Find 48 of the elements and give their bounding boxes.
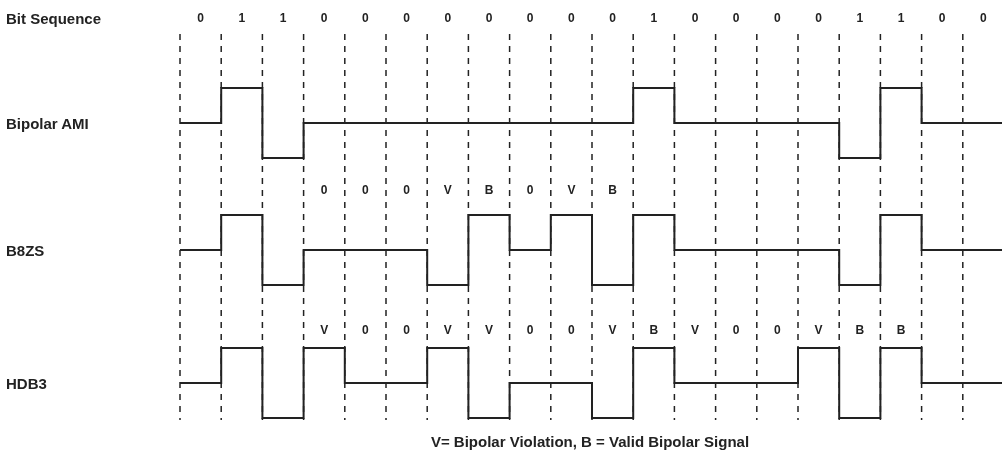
code-annotation: V — [443, 184, 452, 196]
code-annotation: V — [320, 324, 329, 336]
code-annotation: 0 — [526, 324, 534, 336]
code-annotation: V — [814, 324, 823, 336]
bit-value: 0 — [444, 12, 452, 24]
bit-value: 0 — [691, 12, 699, 24]
bit-value: 0 — [403, 12, 410, 24]
code-annotation: V — [691, 324, 699, 336]
bit-value: 0 — [362, 12, 369, 24]
code-annotation: 0 — [526, 184, 534, 196]
row-label: HDB3 — [6, 375, 47, 391]
code-annotation: V — [608, 324, 617, 336]
bit-value: 0 — [774, 12, 781, 24]
code-annotation: 0 — [403, 184, 410, 196]
bit-value: 0 — [568, 12, 575, 24]
bit-value: 0 — [732, 12, 740, 24]
code-annotation: 0 — [568, 324, 575, 336]
code-annotation: 0 — [362, 184, 369, 196]
bit-value: 0 — [980, 12, 987, 24]
code-annotation: V — [567, 184, 576, 196]
bit-value: 1 — [238, 12, 246, 24]
code-annotation: 0 — [403, 324, 410, 336]
code-annotation: B — [608, 184, 617, 196]
row-label: B8ZS — [6, 242, 45, 258]
bit-value: 0 — [485, 12, 493, 24]
row-label: Bit Sequence — [6, 10, 102, 26]
bit-value: 1 — [279, 12, 287, 24]
code-annotation: B — [896, 324, 906, 336]
bit-value: 0 — [320, 12, 328, 24]
code-annotation: B — [649, 324, 659, 336]
caption: V= Bipolar Violation, B = Valid Bipolar Signal — [430, 433, 750, 449]
bit-value: 1 — [650, 12, 658, 24]
code-annotation: B — [484, 184, 494, 196]
code-annotation: 0 — [320, 184, 328, 196]
bit-value: 0 — [609, 12, 616, 24]
code-annotation: 0 — [362, 324, 369, 336]
bit-value: 1 — [856, 12, 864, 24]
code-annotation: V — [443, 324, 452, 336]
bit-value: 0 — [815, 12, 822, 24]
bit-value: 0 — [197, 12, 204, 24]
code-annotation: B — [855, 324, 865, 336]
bit-value: 1 — [897, 12, 905, 24]
code-annotation: 0 — [774, 324, 781, 336]
code-annotation: V — [485, 324, 493, 336]
bit-value: 0 — [526, 12, 534, 24]
bit-value: 0 — [938, 12, 946, 24]
code-annotation: 0 — [732, 324, 740, 336]
row-label: Bipolar AMI — [6, 115, 89, 131]
